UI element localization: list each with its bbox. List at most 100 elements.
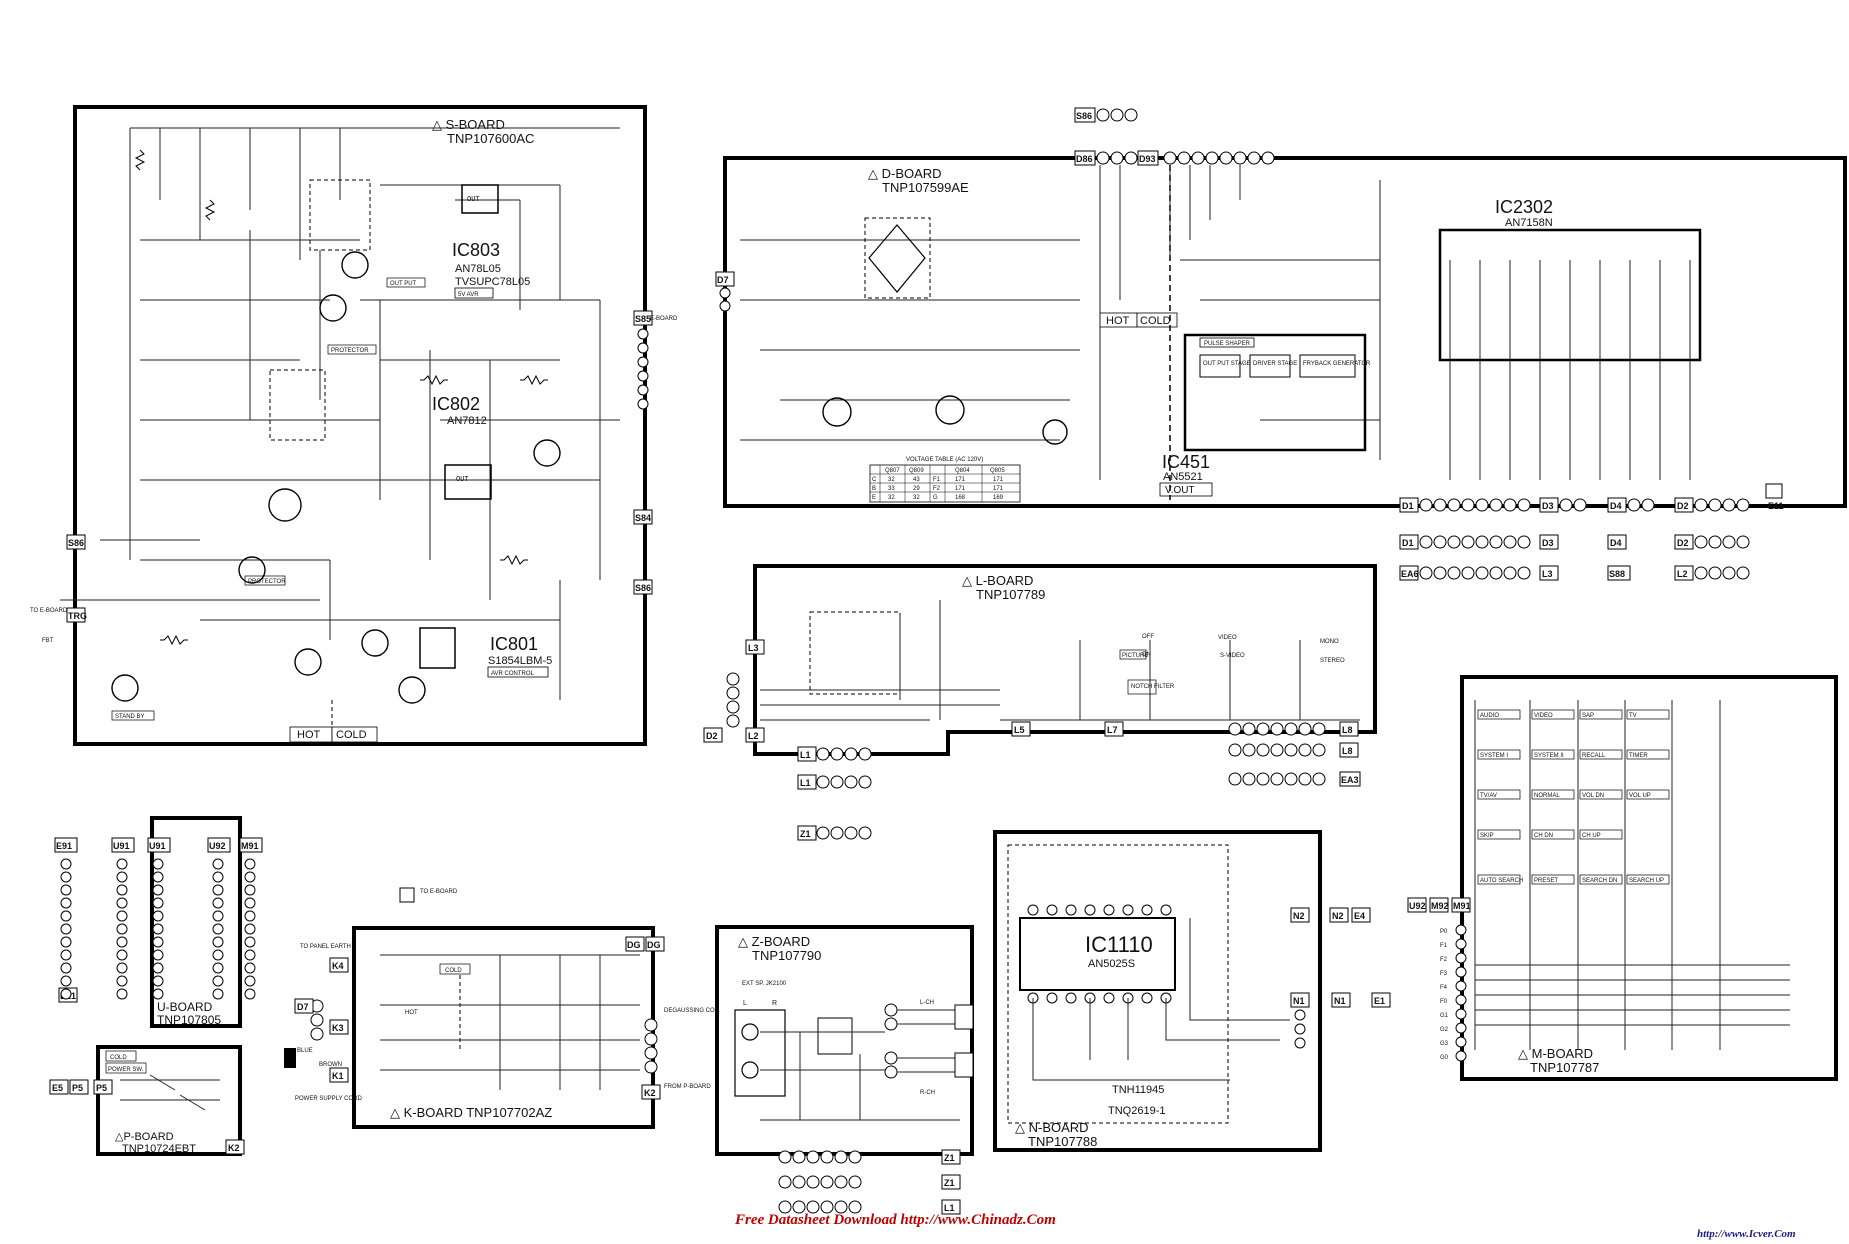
picture-label: PICTURE xyxy=(1122,653,1148,659)
switch-label: SEARCH DN xyxy=(1582,878,1617,884)
u-pin xyxy=(60,858,72,870)
u-pin xyxy=(152,884,164,896)
ic2302-name: IC2302 xyxy=(1495,197,1553,217)
stand-by-tag: STAND BY xyxy=(115,714,145,720)
vt-r2c0: E xyxy=(872,495,876,501)
conn-u92: U92 xyxy=(209,841,226,851)
conn-d2-l: D2 xyxy=(706,731,718,741)
conn-l1-z: L1 xyxy=(944,1203,955,1213)
degaussing-label: DEGAUSSING COIL xyxy=(664,1008,720,1014)
u-pin xyxy=(212,923,224,935)
switch-box xyxy=(1579,829,1623,840)
conn-z1-mate: Z1 xyxy=(944,1178,955,1188)
switch-box xyxy=(1477,709,1521,720)
conn-p5: P5 xyxy=(72,1083,83,1093)
vt-r0c5: 171 xyxy=(993,477,1004,483)
ic451-tag: V.OUT xyxy=(1165,485,1195,496)
conn-l2: L2 xyxy=(748,731,759,741)
vt-h5: Q805 xyxy=(990,468,1005,474)
s-video-label: S-VIDEO xyxy=(1220,653,1245,659)
ic803-name: IC803 xyxy=(452,240,500,260)
conn-d93: D93 xyxy=(1139,154,1156,164)
ic801-tag: AVR CONTROL xyxy=(491,671,535,677)
u-pin xyxy=(244,988,256,1000)
switch-label: SYSTEM II xyxy=(1534,753,1564,759)
u-pin xyxy=(212,910,224,922)
footer-right-link[interactable]: http://www.Icver.Com xyxy=(1697,1228,1796,1240)
conn-e91: E91 xyxy=(56,841,72,851)
stereo-label: STEREO xyxy=(1320,658,1345,664)
from-p-board-label: FROM P-BOARD xyxy=(664,1084,711,1090)
conn-e1: E1 xyxy=(1374,996,1385,1006)
vt-r2c4: 168 xyxy=(955,495,966,501)
m-pin xyxy=(1455,994,1467,1006)
m-pin-label: G2 xyxy=(1440,1027,1449,1033)
vt-r2c3: G xyxy=(933,495,938,501)
vt-h2: Q809 xyxy=(909,468,924,474)
conn-e11: E11 xyxy=(1768,501,1784,511)
u-pin xyxy=(244,936,256,948)
u-pin xyxy=(60,988,72,1000)
ic803-part: AN78L05 xyxy=(455,263,501,275)
conn-u91: U91 xyxy=(113,841,130,851)
l-board-title: △ L-BOARD xyxy=(962,573,1033,588)
u-pin xyxy=(60,949,72,961)
s-board-part: TNP107600AC xyxy=(447,131,534,146)
switch-box xyxy=(1579,874,1623,885)
u-pin xyxy=(116,858,128,870)
m-pin-label: F4 xyxy=(1440,985,1448,991)
d-board: △ D-BOARD TNP107599AE S86 D86 D93 D7 xyxy=(715,107,1847,513)
u-pin xyxy=(116,962,128,974)
s-hot-label: HOT xyxy=(297,729,321,741)
ic1110-part: AN5025S xyxy=(1088,958,1135,970)
conn-m91: M91 xyxy=(1453,901,1471,911)
u-pin xyxy=(152,871,164,883)
u-pin xyxy=(60,975,72,987)
s-board-title: △ S-BOARD xyxy=(432,117,505,132)
p-board: COLD POWER SW. △P-BOARD TNP10724EBT E5 P… xyxy=(49,1045,245,1156)
m-pin-label: F2 xyxy=(1440,957,1448,963)
ic803-alt: TVSUPC78L05 xyxy=(455,276,530,288)
u-pin xyxy=(116,949,128,961)
m-pin-label: F3 xyxy=(1440,971,1448,977)
vt-r1c5: 171 xyxy=(993,486,1004,492)
conn-dg: DG xyxy=(647,940,661,950)
footer-left-link[interactable]: Free Datasheet Download http://www.China… xyxy=(735,1212,1056,1228)
u-pin xyxy=(212,975,224,987)
u-pin xyxy=(152,923,164,935)
conn-d3: D3 xyxy=(1542,501,1554,511)
switch-label: TV/AV xyxy=(1480,793,1497,799)
u-pin xyxy=(212,988,224,1000)
m-pin-label: G0 xyxy=(1440,1055,1449,1061)
d-board-part: TNP107599AE xyxy=(882,180,969,195)
on-label: ON xyxy=(1142,652,1151,658)
to-panel-earth-label: TO PANEL EARTH xyxy=(300,944,351,950)
u-pin xyxy=(244,871,256,883)
s-cold-label: COLD xyxy=(336,729,367,741)
conn-ea6: EA6 xyxy=(1401,569,1419,579)
vt-r1c1: 33 xyxy=(888,486,895,492)
vt-h1: Q807 xyxy=(885,468,900,474)
switch-label: PRESET xyxy=(1534,878,1558,884)
svg-text:OUT: OUT xyxy=(467,196,480,204)
p-board-title: △P-BOARD xyxy=(115,1131,174,1143)
switch-box xyxy=(1579,749,1623,760)
conn-n1-mate: N1 xyxy=(1334,996,1346,1006)
vt-r0c4: 171 xyxy=(955,477,966,483)
u-pin xyxy=(60,962,72,974)
vt-r0c1: 32 xyxy=(888,477,895,483)
k-hot-label: HOT xyxy=(405,1010,418,1016)
conn-d1-mate: D1 xyxy=(1402,538,1414,548)
l-board: △ L-BOARD TNP107789 PICTURE NOTCH FILTER… xyxy=(703,564,1377,841)
ic2302-part: AN7158N xyxy=(1505,217,1553,229)
u-pin xyxy=(152,962,164,974)
switch-label: NORMAL xyxy=(1534,793,1560,799)
switch-label: RECALL xyxy=(1582,753,1606,759)
vt-r2c2: 32 xyxy=(913,495,920,501)
conn-l7: L7 xyxy=(1107,725,1118,735)
z-board-part: TNP107790 xyxy=(752,948,821,963)
conn-s86-right: S86 xyxy=(635,583,651,593)
switch-box xyxy=(1477,874,1521,885)
u-pin xyxy=(212,884,224,896)
